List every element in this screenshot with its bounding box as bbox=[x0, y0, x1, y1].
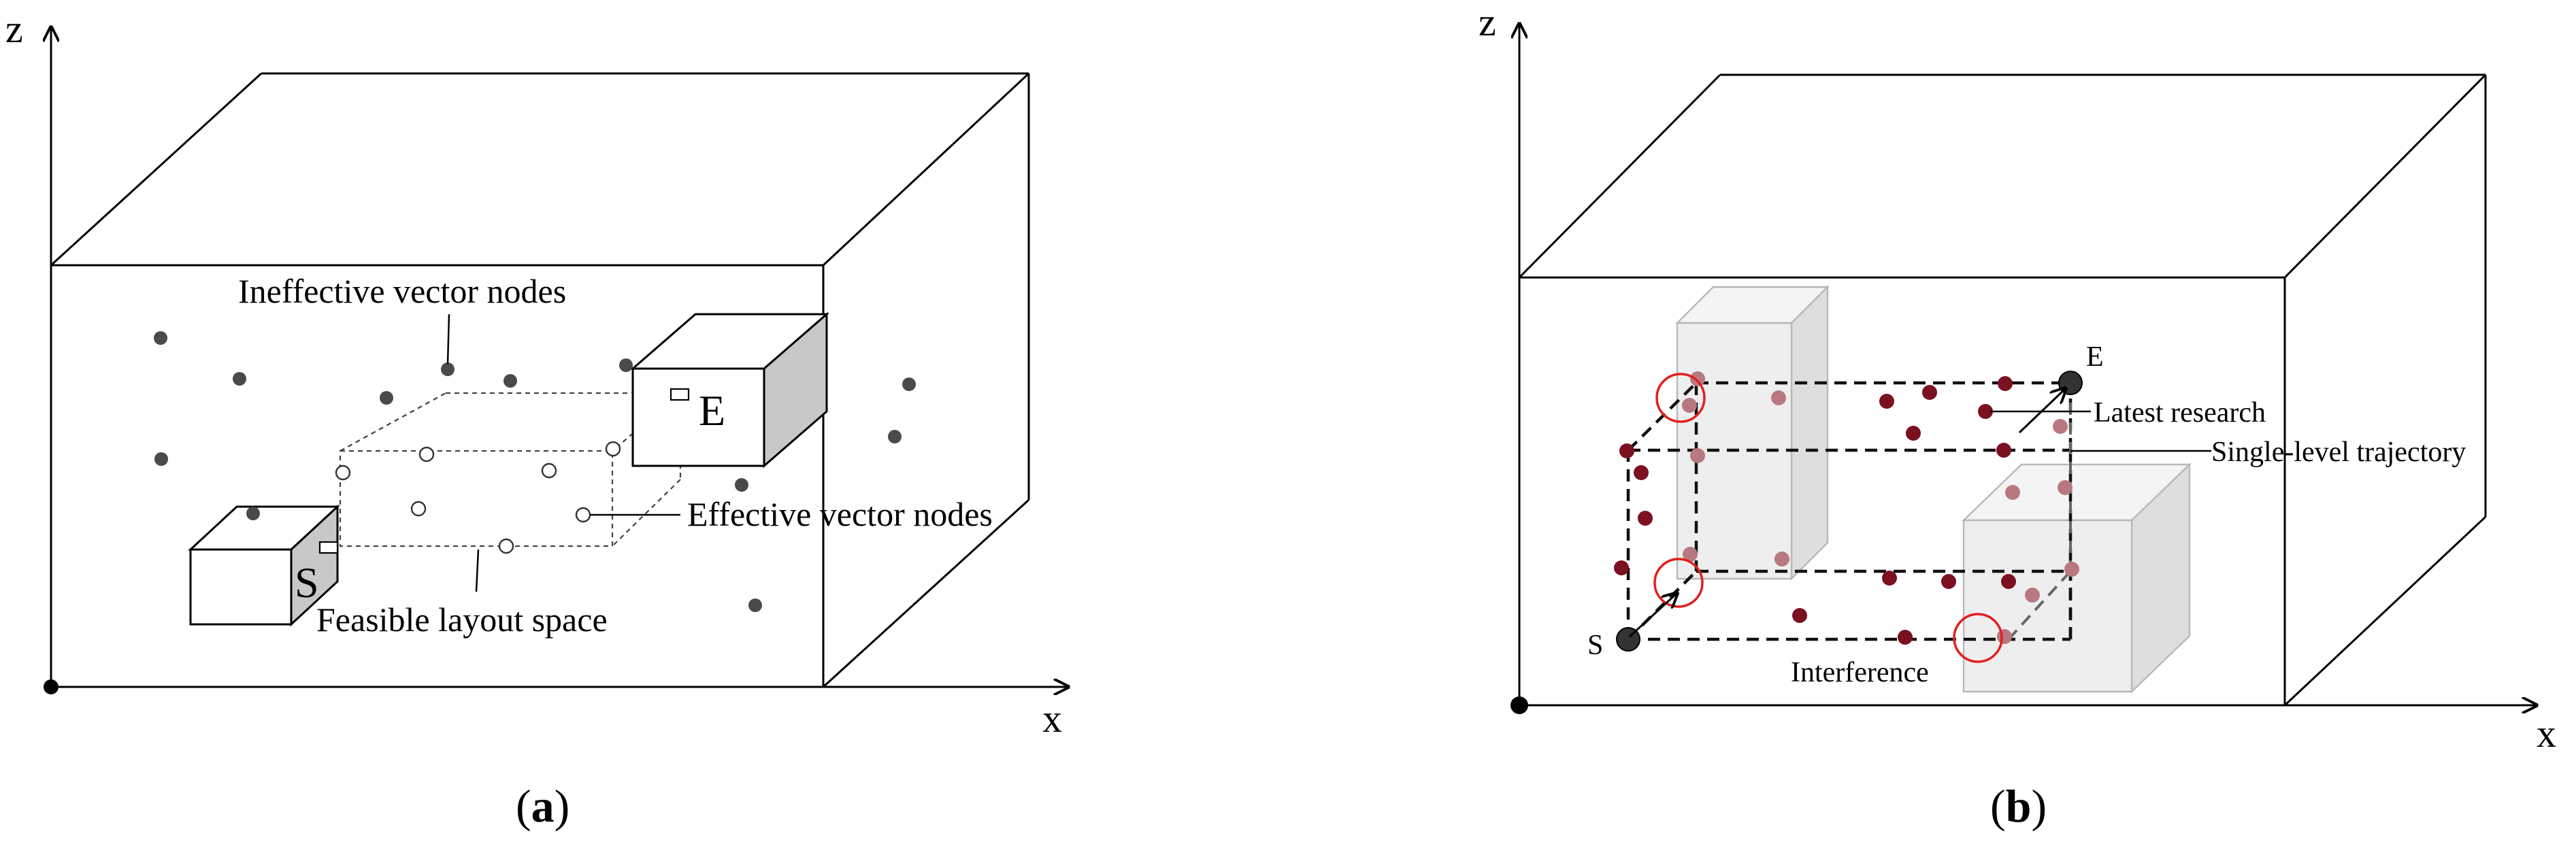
node-a bbox=[246, 507, 260, 520]
node-a bbox=[380, 391, 393, 405]
node-a bbox=[735, 478, 748, 492]
node-b bbox=[1682, 398, 1697, 413]
node-b bbox=[2001, 574, 2016, 589]
effective-nodes-a bbox=[335, 441, 621, 554]
label-ineffective-a: Ineffective vector nodes bbox=[238, 272, 566, 310]
node-b bbox=[2053, 419, 2068, 434]
node-a bbox=[605, 441, 621, 457]
node-b bbox=[1774, 552, 1789, 567]
node-a bbox=[335, 465, 351, 481]
feasible-box-a bbox=[339, 392, 682, 547]
label-s-b: S bbox=[1587, 630, 1603, 661]
node-b bbox=[1906, 426, 1921, 441]
label-effective-a: Effective vector nodes bbox=[687, 495, 993, 533]
z-axis-label-b: z bbox=[1479, 0, 1496, 44]
node-b bbox=[1941, 574, 1956, 589]
node-a bbox=[902, 377, 916, 391]
node-b bbox=[1882, 571, 1897, 586]
node-b bbox=[1996, 443, 2011, 458]
node-b bbox=[1690, 448, 1705, 463]
node-a bbox=[410, 501, 427, 517]
label-s-a: S bbox=[295, 558, 319, 607]
node-b bbox=[1638, 511, 1653, 526]
node-a bbox=[888, 430, 902, 443]
x-axis-label-a: x bbox=[1042, 696, 1062, 741]
outer-box-a bbox=[50, 72, 1030, 688]
s-arrow-b bbox=[1628, 593, 1677, 638]
block-s-a bbox=[188, 504, 340, 627]
block-e-a bbox=[629, 311, 830, 469]
node-a bbox=[154, 452, 168, 466]
caption-a-letter: a bbox=[531, 780, 555, 832]
caption-a-open: ( bbox=[516, 780, 531, 832]
leader-feasible-a bbox=[475, 549, 480, 592]
leader-ineffective-a bbox=[446, 314, 450, 365]
node-a bbox=[619, 358, 633, 372]
label-e-b: E bbox=[2086, 341, 2104, 373]
node-a bbox=[575, 507, 591, 523]
x-axis-label-b: x bbox=[2537, 711, 2556, 756]
node-a bbox=[498, 538, 514, 554]
node-b bbox=[1690, 371, 1705, 386]
node-b bbox=[1614, 560, 1629, 575]
node-b bbox=[1997, 629, 2012, 644]
caption-a: (a) bbox=[516, 780, 569, 832]
panel-a: z x E bbox=[5, 7, 1068, 832]
node-b bbox=[1898, 630, 1913, 645]
node-a bbox=[233, 372, 246, 386]
trajectory-edges-gray-b bbox=[2007, 383, 2072, 641]
node-a bbox=[154, 331, 167, 345]
obstacle-cube-b bbox=[1962, 462, 2192, 694]
e-connector-a bbox=[670, 388, 690, 401]
node-a bbox=[418, 446, 435, 462]
node-a bbox=[441, 362, 455, 376]
panel-b: z x bbox=[1479, 0, 2556, 832]
node-b bbox=[1619, 443, 1634, 458]
node-a bbox=[748, 598, 762, 612]
node-b bbox=[1922, 385, 1937, 400]
caption-a-close: ) bbox=[555, 780, 570, 832]
e-arrow-b bbox=[2018, 388, 2066, 434]
obstacle-tall-b bbox=[1675, 285, 1830, 581]
s-connector-a bbox=[318, 541, 339, 554]
node-b bbox=[1978, 404, 1993, 419]
interference-circle-b bbox=[1953, 613, 2003, 663]
node-b bbox=[2025, 588, 2040, 603]
node-b bbox=[2064, 562, 2079, 577]
ineffective-nodes-a bbox=[154, 331, 916, 612]
node-b bbox=[1683, 547, 1698, 562]
interference-circle-b bbox=[1655, 373, 1706, 423]
caption-b-close: ) bbox=[2031, 780, 2047, 832]
node-b bbox=[1879, 394, 1894, 409]
label-interference-b: Interference bbox=[1791, 657, 1929, 688]
z-axis-label-a: z bbox=[5, 7, 23, 51]
caption-b: (b) bbox=[1990, 780, 2047, 832]
trajectory-nodes-dark-b bbox=[1614, 376, 2016, 645]
node-b bbox=[1634, 465, 1649, 480]
node-b bbox=[1792, 608, 1807, 623]
caption-b-open: ( bbox=[1990, 780, 2006, 832]
node-a bbox=[503, 374, 517, 388]
node-b bbox=[2005, 485, 2020, 500]
node-a bbox=[541, 462, 557, 479]
outer-box-b bbox=[1518, 73, 2487, 707]
label-single-b: Single-level trajectory bbox=[2211, 437, 2466, 468]
node-b bbox=[1771, 390, 1786, 405]
label-e-a: E bbox=[699, 386, 725, 435]
node-b bbox=[1998, 376, 2013, 391]
label-feasible-a: Feasible layout space bbox=[316, 601, 608, 639]
label-latest-b: Latest research bbox=[2094, 397, 2266, 428]
caption-b-letter: b bbox=[2006, 780, 2032, 832]
node-b bbox=[2058, 480, 2073, 495]
